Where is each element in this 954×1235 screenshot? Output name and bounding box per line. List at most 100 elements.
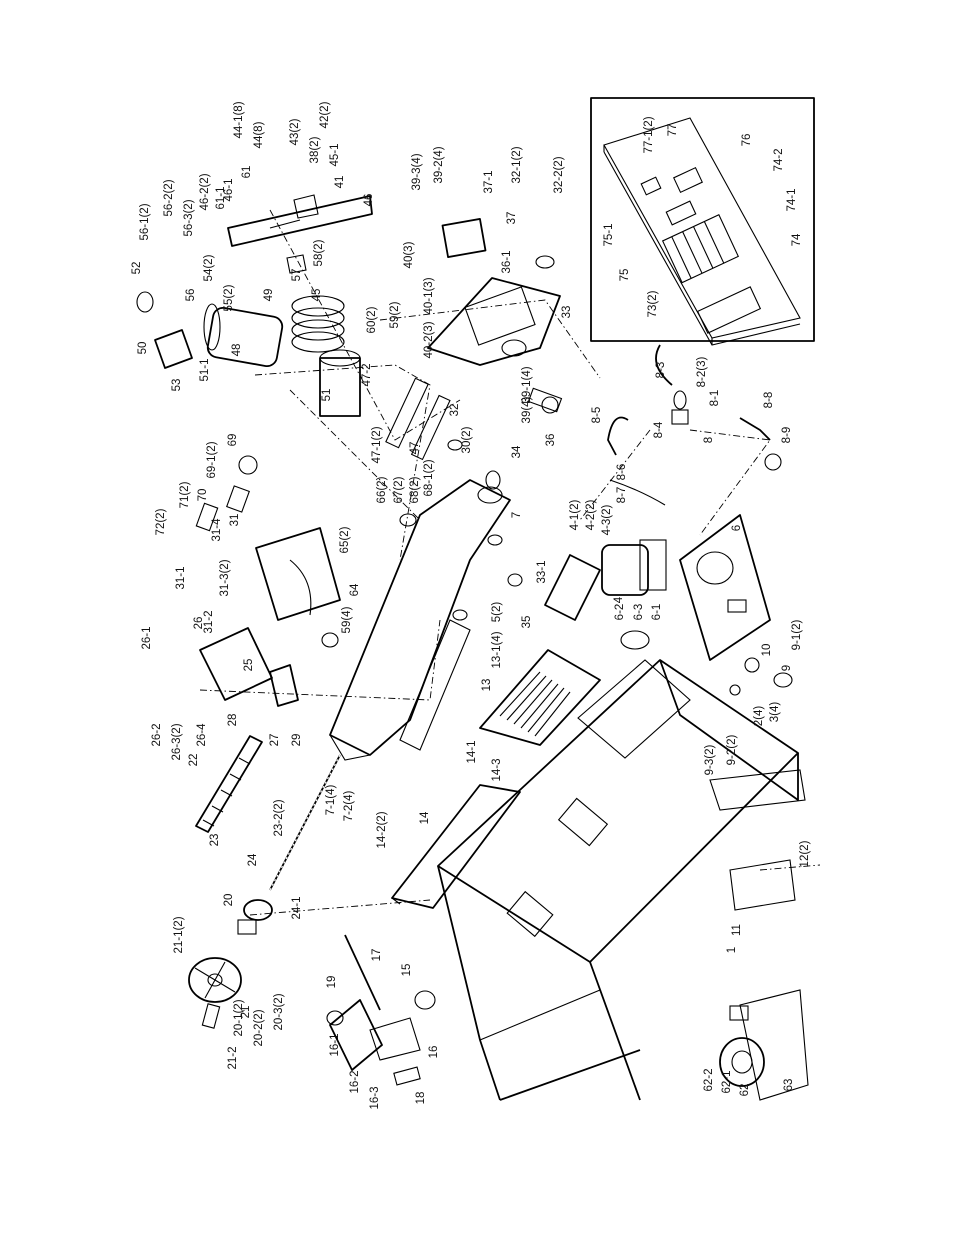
part-label: 20-2(2) [253,1009,265,1046]
part-label: 75-1 [603,223,615,246]
part-label: 46 [363,194,375,207]
handwheel-21 [188,957,242,1029]
part-label: 24-1 [291,896,303,919]
bracket-20 [237,899,273,935]
part-label: 36 [545,434,557,447]
part-label: 16-2 [349,1070,361,1093]
part-label: 76 [741,134,753,147]
part-label: 5(2) [491,602,503,623]
part-label: 40-2(3) [423,321,435,358]
part-label: 25 [243,659,255,672]
part-label: 35 [521,616,533,629]
part-label: 24 [247,853,259,866]
part-label: 20 [223,894,235,907]
part-label: 46-2(2) [199,173,211,210]
part-label: 14-1 [466,740,478,763]
part-label: 15 [401,964,413,977]
machine-bed [437,630,806,1101]
part-label: 18 [415,1092,427,1105]
cover-26 [199,627,273,701]
part-label: 32-1(2) [511,146,523,183]
part-label: 58(2) [313,239,325,266]
part-label: 8-8 [763,392,775,409]
part-label: 45 [311,289,323,302]
part-label: 20-1(2) [233,999,245,1036]
part-label: 65(2) [339,526,351,553]
part-label: 69 [227,434,239,447]
part-label: 47-1(2) [371,426,383,463]
part-label: 38(2) [309,136,321,163]
part-label: 26-3(2) [171,723,183,760]
part-label: 37 [506,212,518,225]
electrical-panel-inset [590,97,815,346]
part-label: 29 [291,734,303,747]
part-label: 69-1(2) [206,441,218,478]
part-label: 8-4 [653,421,665,438]
part-label: 60(2) [366,306,378,333]
column-assembly [319,349,463,461]
bracket-35 [544,554,601,621]
leadscrew-24 [269,754,341,891]
part-label: 62-1 [721,1070,733,1093]
part-label: 20-3(2) [273,993,285,1030]
part-label: 41 [334,176,346,189]
small-parts [195,255,796,911]
part-label: 8-1 [709,390,721,407]
head-casting-7 [329,479,511,761]
part-label: 67(2) [393,476,405,503]
part-label: 8-3 [655,362,667,379]
part-label: 74-2 [773,148,785,171]
part-label: 4-2(2) [585,499,597,530]
part-label: 8-6 [616,464,628,481]
part-label: 61-1 [215,186,227,209]
part-label: 39-3(4) [411,153,423,190]
part-label: 55(2) [223,284,235,311]
part-label: 8 [703,437,715,443]
arm-46 [227,194,373,274]
part-label: 56-3(2) [183,199,195,236]
part-label: 74 [791,233,803,246]
part-label: 21-1(2) [173,916,185,953]
part-label: 51-1 [199,358,211,381]
base-plate-33 [427,277,561,366]
part-label: 39-2(4) [433,146,445,183]
part-label: 12(2) [799,840,811,867]
part-label: 7 [511,512,523,518]
part-label: 54(2) [203,254,215,281]
part-label: 56 [185,289,197,302]
part-label: 50 [137,342,149,355]
part-label: 40-1(3) [423,277,435,314]
part-label: 26-1 [141,626,153,649]
part-label: 8-9 [781,427,793,444]
part-label: 64 [349,583,361,596]
coolant-fittings-8 [607,344,782,506]
part-label: 62-2 [703,1068,715,1091]
plate-6 [679,514,771,661]
part-label: 31-2 [203,610,215,633]
part-label: 1 [726,947,738,953]
part-label: 57 [291,269,303,282]
part-label: 31 [229,514,241,527]
part-label: 16-1 [329,1033,341,1056]
part-label: 32 [449,404,461,417]
part-label: 51 [321,389,333,402]
spring-49 [291,295,345,353]
rack-22 [195,735,263,833]
part-label: 26-4 [196,723,208,747]
part-label: 4 [613,596,625,603]
part-label: 14 [419,811,431,824]
door-panel-14 [391,784,521,909]
part-label: 4-3(2) [601,504,613,535]
part-label: 31-1 [175,566,187,589]
part-label: 16-3 [369,1086,381,1109]
part-label: 6-2 [614,604,626,621]
part-label: 70 [197,489,209,502]
part-label: 61 [241,166,253,179]
part-label: 66(2) [376,476,388,503]
box-37 [441,218,487,258]
part-label: 21-2 [227,1046,239,1069]
part-label: 22 [188,754,200,767]
part-label: 17 [371,949,383,962]
